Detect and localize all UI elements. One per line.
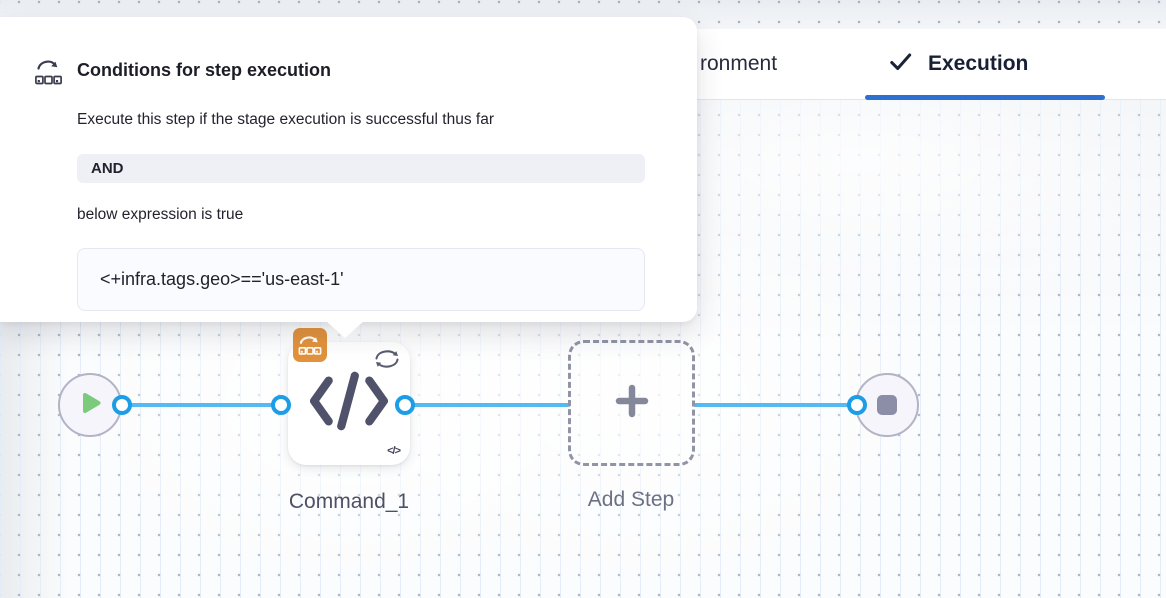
pipeline-edge xyxy=(405,403,570,407)
add-step-label: Add Step xyxy=(587,488,675,511)
step-node-command-1[interactable]: </> xyxy=(288,328,410,465)
conditions-popover: Conditions for step execution Execute th… xyxy=(0,17,697,322)
popover-title: Conditions for step execution xyxy=(77,60,332,80)
node-port xyxy=(271,395,291,415)
tab-execution-label: Execution xyxy=(928,52,1029,75)
pipeline-edge xyxy=(694,403,858,407)
tab-environment[interactable]: ronment xyxy=(700,52,778,75)
popover-tail xyxy=(326,321,364,338)
pipeline-edge xyxy=(121,403,281,407)
plus-icon xyxy=(614,383,650,424)
conditional-execution-badge-icon xyxy=(293,328,327,362)
tab-execution[interactable]: Execution xyxy=(888,29,1028,99)
expression-intro-text: below expression is true xyxy=(77,206,244,223)
add-step-button[interactable] xyxy=(568,340,695,466)
code-icon xyxy=(310,370,388,437)
active-tab-underline xyxy=(865,95,1105,100)
stop-icon xyxy=(877,395,897,415)
node-port xyxy=(395,395,415,415)
step-label-command-1: Command_1 xyxy=(288,490,410,513)
conditional-execution-icon xyxy=(35,57,62,92)
mini-code-icon: </> xyxy=(387,445,401,457)
check-icon xyxy=(888,49,914,80)
play-icon xyxy=(77,389,103,422)
loop-icon xyxy=(372,346,402,378)
operator-pill: AND xyxy=(77,154,645,183)
expression-value: <+infra.tags.geo>=='us-east-1' xyxy=(77,248,645,311)
node-port xyxy=(847,395,867,415)
popover-description: Execute this step if the stage execution… xyxy=(77,111,494,128)
node-port xyxy=(112,395,132,415)
